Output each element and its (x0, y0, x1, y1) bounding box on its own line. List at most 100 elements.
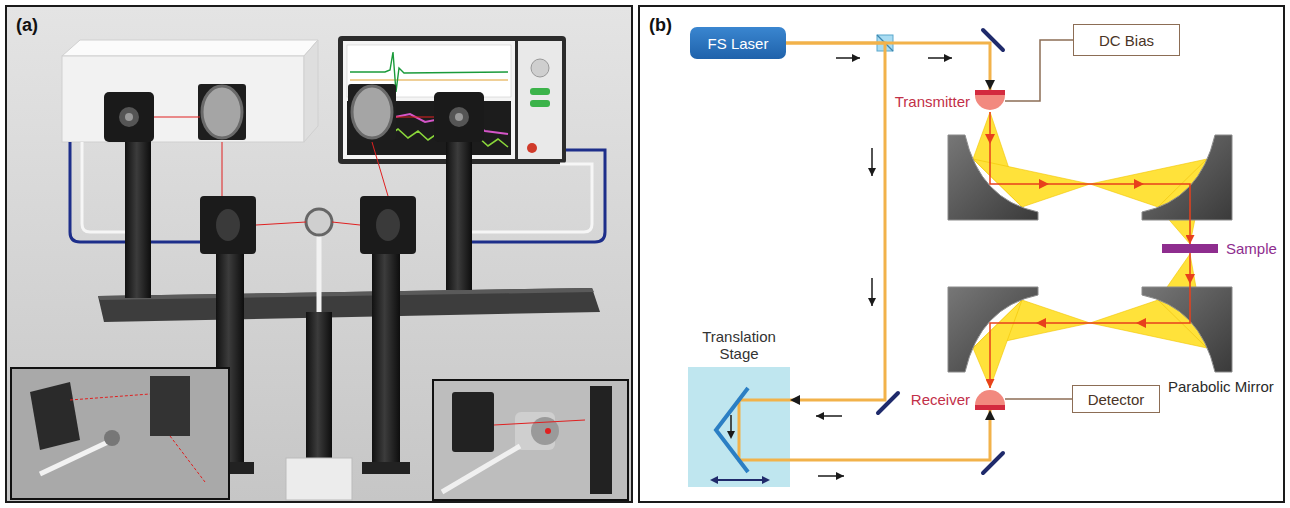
optical-post (446, 140, 472, 290)
inset-view (545, 428, 551, 434)
steering-mirror (878, 393, 898, 413)
laser-beam (739, 400, 790, 460)
parabolic-mirror (1142, 287, 1232, 372)
monitor (530, 88, 550, 95)
mirror-mount (200, 196, 256, 254)
transmitter-antenna: Transmitter (895, 90, 1005, 112)
inset-view (494, 420, 585, 425)
inset-view (11, 368, 628, 500)
box-label: FS Laser (708, 35, 769, 52)
panel-label: (b) (649, 15, 672, 36)
box-label: DC Bias (1099, 32, 1154, 49)
direction-arrow (816, 415, 842, 417)
inset-view (104, 430, 120, 446)
laser-ray (222, 142, 223, 196)
laser-beam (786, 43, 990, 90)
direction-arrow (928, 57, 952, 59)
monitor (531, 59, 549, 77)
antenna-dome (975, 95, 1005, 110)
mirror-mount (198, 84, 416, 254)
optical-rail (98, 288, 594, 300)
direction-arrow (727, 431, 735, 439)
part-label: Sample (1226, 240, 1277, 257)
box-label: Detector (1088, 391, 1145, 408)
signal-wire (1005, 40, 1073, 101)
laser-ray (372, 142, 388, 196)
panel-label: (a) (16, 15, 38, 36)
mirror-mount (348, 84, 396, 140)
mirror-mount (376, 209, 400, 241)
part-label: Translation Stage (688, 328, 790, 362)
detector-box: Detector (1072, 385, 1160, 413)
inset-view (433, 380, 628, 500)
mirror-mount (360, 196, 416, 254)
motion-arrow (762, 476, 770, 484)
ray-arrow (985, 134, 1195, 328)
optical-rail (98, 288, 600, 322)
antenna-dome (975, 390, 1005, 405)
receiver-antenna: Receiver (911, 388, 1005, 410)
inset-view (70, 394, 150, 400)
terahertz-ray (990, 253, 1190, 388)
part-label: Parabolic Mirror (1168, 378, 1274, 395)
parabolic-mirror (1142, 135, 1232, 220)
retroreflector (688, 367, 790, 487)
laser-ray (154, 117, 200, 118)
parabolic-mirror (948, 135, 1038, 220)
chamber-box (62, 40, 318, 142)
motion-arrow (718, 479, 762, 481)
corner-mirror (716, 388, 748, 472)
laser-ray (332, 222, 360, 225)
inset-view (150, 376, 190, 436)
antenna-mount (455, 113, 463, 121)
figure-panel: (b) FS LaserTransmitter DC BiasSampleTrans… (638, 5, 1285, 503)
laser-ray (256, 222, 306, 225)
antenna-mount (104, 92, 484, 142)
sample-plate (1162, 244, 1218, 253)
sample-holder (306, 209, 332, 312)
panel-ground (640, 7, 1284, 501)
scene-background (7, 7, 631, 501)
sample-holder (306, 209, 332, 235)
laser-beam (790, 410, 990, 460)
direction-arrow (730, 415, 732, 433)
inset-view (40, 442, 108, 474)
direction-arrow (871, 148, 873, 176)
receiver-symbol (975, 388, 1005, 410)
sample-holder (317, 234, 322, 312)
optical-post (125, 140, 472, 500)
optical-post (286, 458, 352, 500)
emitter-symbol (975, 90, 1005, 112)
direction-arrow (836, 57, 860, 59)
direction-arrow (871, 278, 873, 306)
mirror-mount (202, 86, 242, 138)
laser-ray (396, 117, 434, 118)
chamber-box (62, 40, 318, 56)
optical-rail (98, 288, 600, 322)
part-label: Transmitter (895, 93, 970, 110)
motion-arrow (710, 476, 718, 484)
sample-plate: Sample (1162, 240, 1277, 257)
direction-arrow (818, 475, 844, 477)
steering-mirror (983, 30, 1003, 50)
antenna-mount (104, 92, 154, 142)
terahertz-ray (990, 112, 1190, 244)
inset-view (590, 386, 612, 494)
antenna-chip (975, 405, 1005, 410)
chamber-box (62, 56, 304, 142)
inset-view (442, 446, 520, 492)
inset-view (11, 368, 229, 499)
steering-mirror (983, 453, 1003, 473)
chamber-box (304, 40, 318, 142)
scene-background (7, 7, 631, 501)
monitor (343, 41, 515, 159)
figure-panel: (a) (5, 5, 633, 503)
signal-wire (1005, 398, 1072, 400)
optical-post (125, 140, 151, 298)
inset-view (30, 382, 80, 450)
monitor (527, 143, 537, 153)
inset-view (170, 436, 205, 482)
panel-ground (640, 7, 1284, 501)
